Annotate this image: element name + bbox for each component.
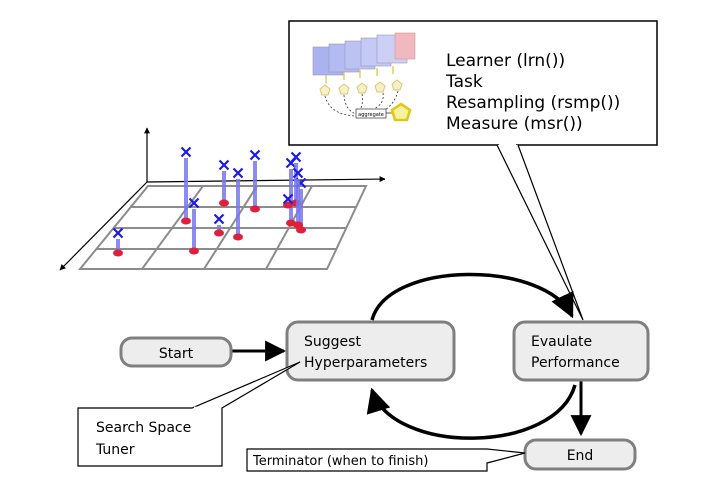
start-label: Start	[159, 346, 194, 362]
aggregate-box	[355, 108, 387, 119]
point-base	[283, 201, 293, 209]
start-node: Start	[119, 336, 233, 368]
sample-points	[112, 146, 307, 257]
evaluate-label-line1: Evaulate	[531, 334, 592, 350]
terminator-callout: Terminator (when to finish)	[246, 448, 526, 472]
point-x-mark	[218, 159, 230, 171]
legend-item-resampling: Resampling (rsmp())	[446, 93, 620, 113]
learner-stack-icon	[312, 32, 416, 83]
measure-pentagons-icon	[319, 79, 403, 96]
cycle-arrow-top	[370, 272, 574, 321]
x-axis	[146, 176, 386, 183]
grid	[77, 185, 368, 270]
legend-box: aggregate Learner (lrn()) Task Resamplin…	[288, 20, 658, 146]
search-space-callout: Search Space Tuner	[77, 361, 301, 467]
point-x-mark	[292, 167, 304, 179]
end-label: End	[567, 448, 594, 464]
point-x-mark	[282, 193, 294, 205]
point-base	[293, 221, 303, 229]
point-x-mark	[290, 151, 302, 163]
y-axis	[59, 181, 148, 271]
point-base	[214, 229, 224, 237]
legend-item-learner: Learner (lrn())	[446, 51, 565, 71]
legend-pointer	[496, 144, 584, 321]
search-space-plot	[59, 127, 386, 271]
aggregated-measure-icon	[390, 102, 412, 122]
tuner-label: Tuner	[95, 442, 135, 458]
search-space-label: Search Space	[96, 420, 191, 436]
point-base	[219, 199, 229, 207]
point-base	[250, 205, 260, 213]
point-base	[189, 247, 199, 255]
legend-frame	[288, 20, 658, 146]
point-base	[181, 217, 191, 225]
cycle-arrow-bottom	[366, 384, 577, 440]
terminator-label: Terminator (when to finish)	[252, 454, 428, 469]
evaluate-node: Evaulate Performance	[512, 320, 650, 382]
suggest-node: Suggest Hyperparameters	[285, 320, 456, 382]
point-x-mark	[232, 167, 244, 179]
legend-item-task: Task	[445, 72, 483, 92]
point-x-mark	[188, 197, 200, 209]
suggest-label-line2: Hyperparameters	[304, 355, 427, 371]
point-x-mark	[213, 213, 225, 225]
point-x-mark	[112, 227, 124, 239]
suggest-label-line1: Suggest	[304, 334, 361, 350]
point-x-mark	[249, 149, 261, 161]
aggregate-label: aggregate	[358, 112, 384, 118]
evaluate-label-line2: Performance	[531, 355, 620, 371]
point-x-mark	[180, 146, 192, 158]
point-base	[233, 233, 243, 241]
point-base	[113, 249, 123, 257]
legend-item-measure: Measure (msr())	[446, 114, 583, 134]
end-node: End	[523, 438, 637, 471]
